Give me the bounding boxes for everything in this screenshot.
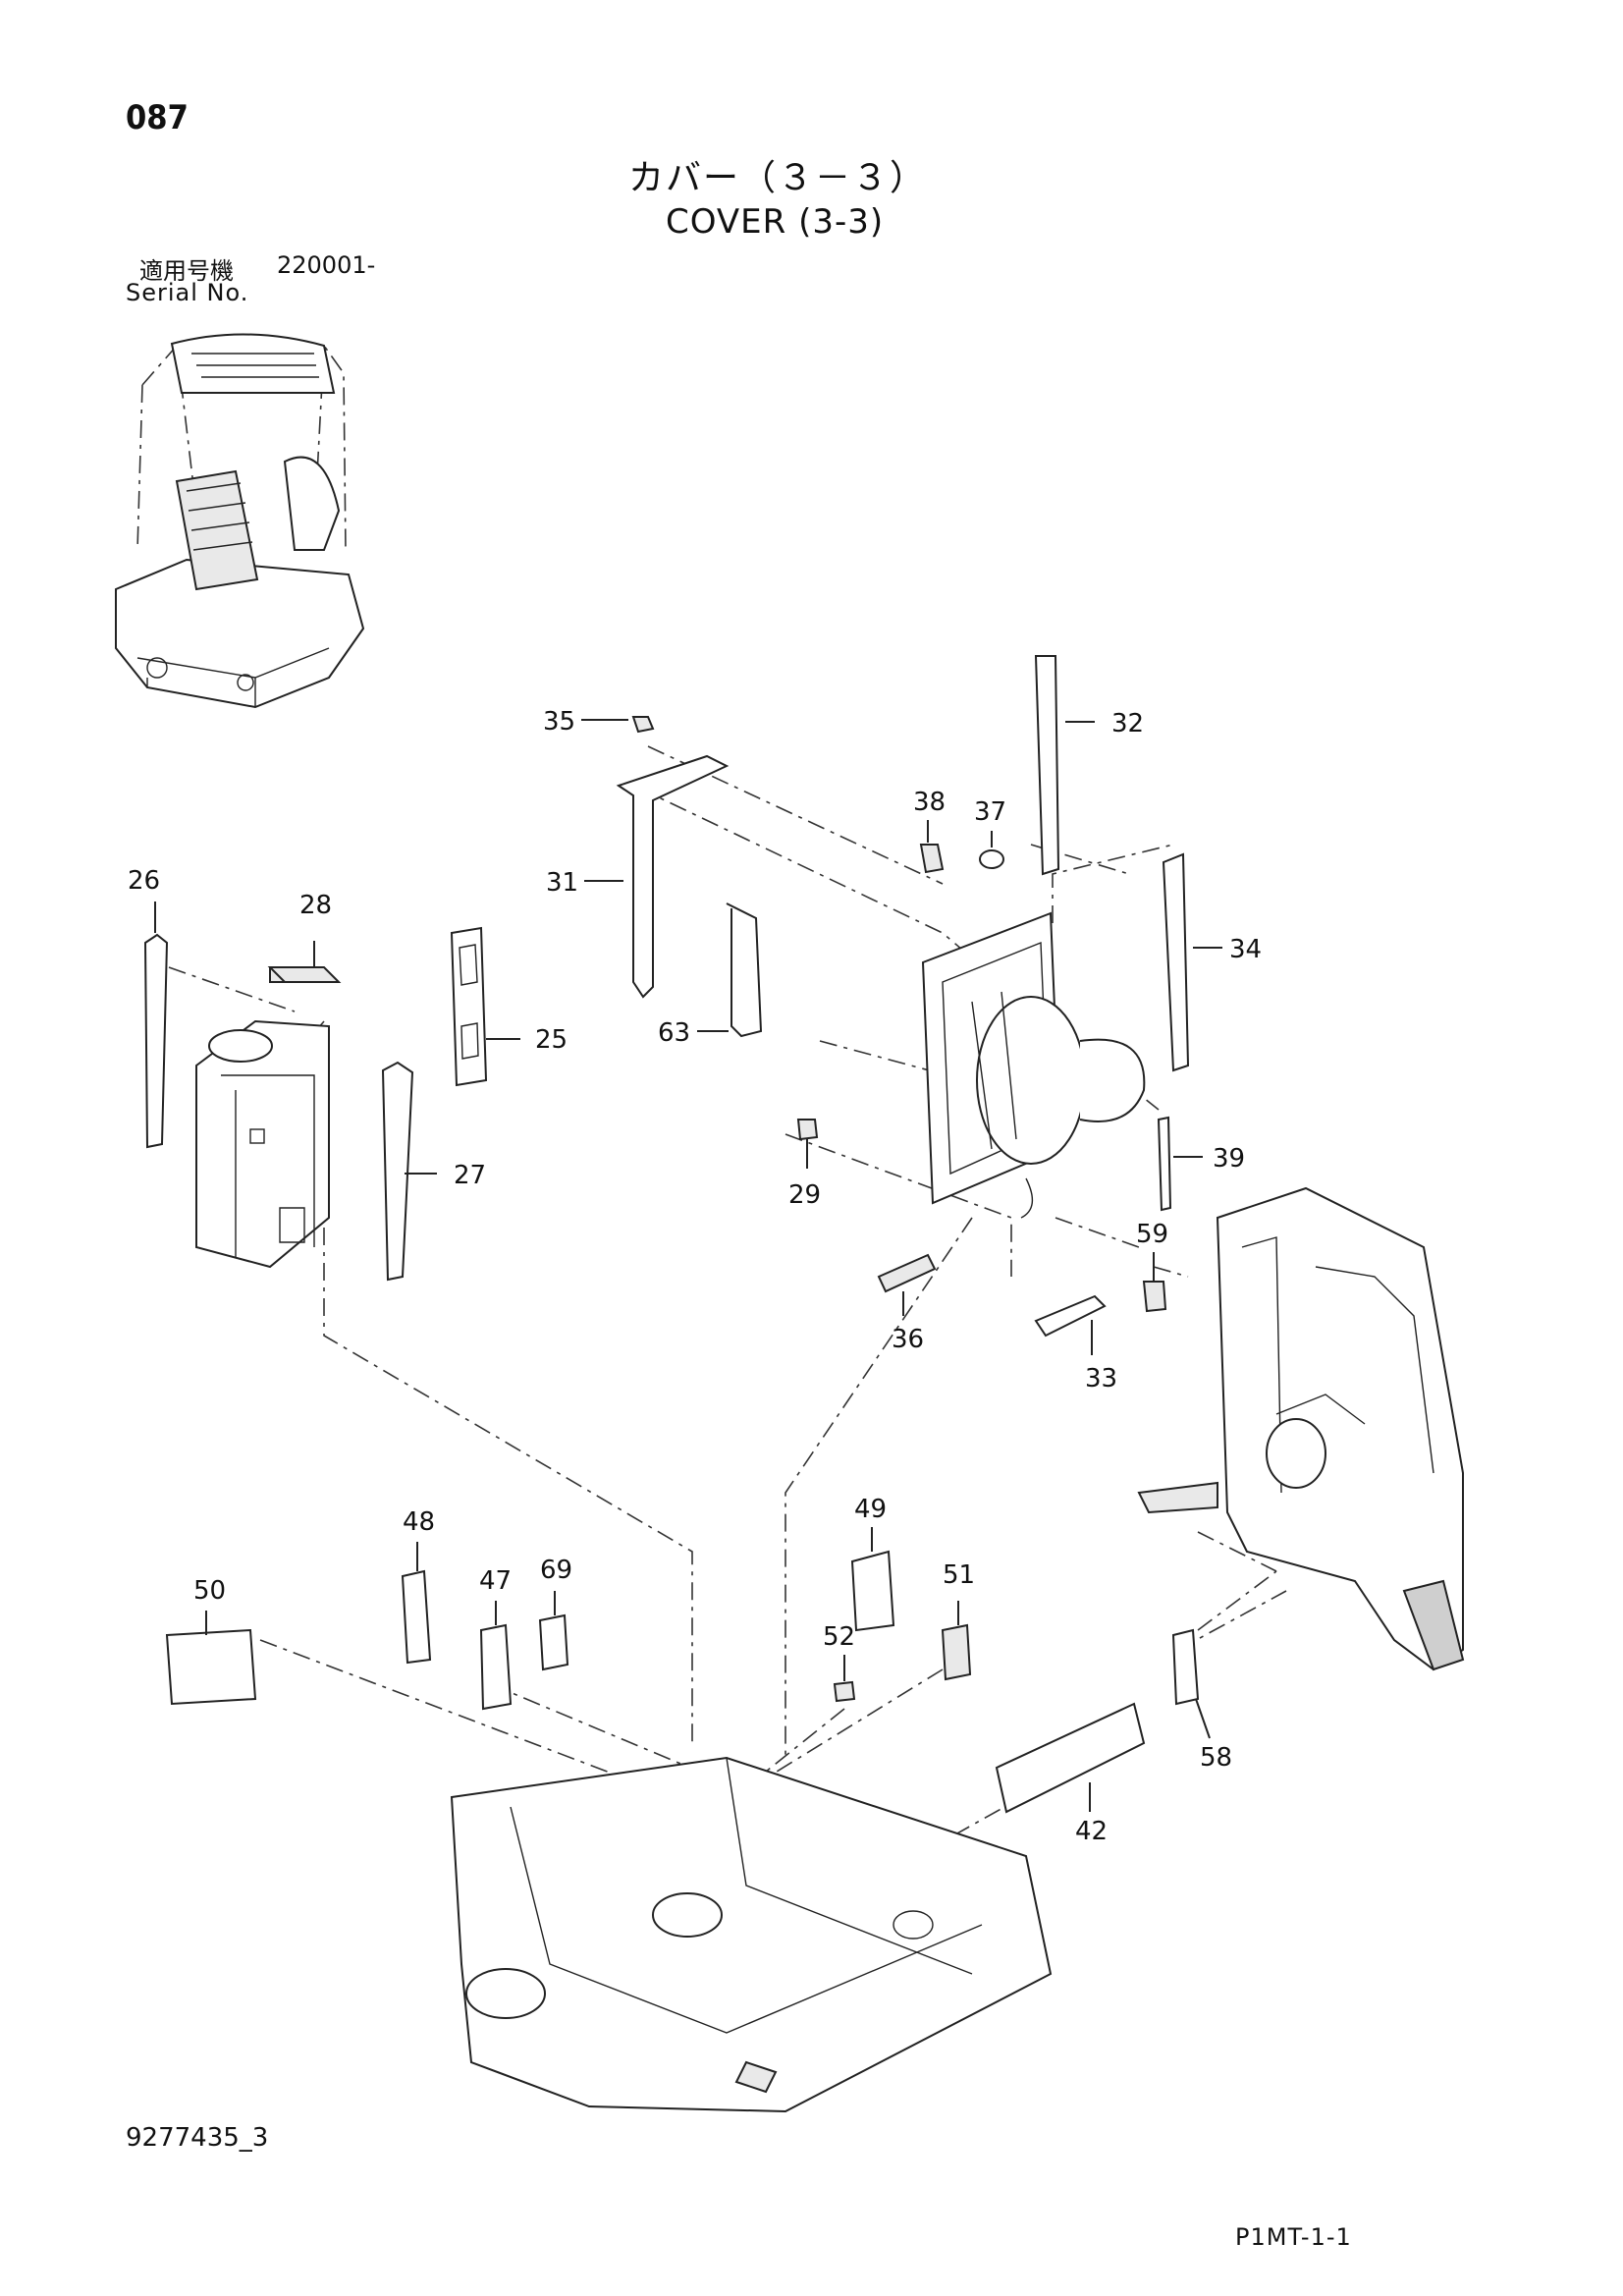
rear-frame-assembly (1137, 1186, 1465, 1671)
part-69-block (538, 1613, 569, 1671)
callout-26: 26 (128, 866, 160, 896)
part-34-seal-strip (1162, 852, 1190, 1072)
callout-39: 39 (1213, 1144, 1245, 1174)
part-51-block (941, 1623, 972, 1681)
serial-number-value: 220001- (277, 251, 376, 279)
callout-34: 34 (1229, 935, 1262, 964)
part-33-bracket (1034, 1294, 1107, 1338)
callout-27: 27 (454, 1161, 486, 1190)
part-48-block (401, 1569, 432, 1665)
part-47-block (479, 1623, 513, 1711)
callout-47: 47 (479, 1566, 512, 1596)
callout-31: 31 (546, 868, 578, 898)
part-59-block (1142, 1281, 1167, 1313)
title-english: COVER (3-3) (666, 202, 885, 242)
callout-36: 36 (892, 1325, 924, 1354)
document-code: 9277435_3 (126, 2123, 269, 2153)
part-26-seal-strip (143, 933, 169, 1149)
callout-33: 33 (1085, 1364, 1117, 1394)
part-49-pad (850, 1550, 895, 1632)
part-39-seal-strip (1157, 1116, 1172, 1212)
base-frame-assembly (450, 1756, 1053, 2113)
machine-locator-thumbnail (115, 333, 365, 709)
page-number: 087 (126, 98, 189, 137)
callout-69: 69 (540, 1556, 572, 1585)
part-37-grommet (979, 849, 1004, 869)
part-27-seal-strip (381, 1061, 414, 1282)
part-31-bracket (616, 754, 730, 999)
callout-51: 51 (943, 1560, 975, 1590)
part-58-bracket (1171, 1628, 1200, 1706)
serial-label-japanese: 適用号機 (139, 257, 234, 285)
callout-25: 25 (535, 1025, 568, 1055)
callout-42: 42 (1075, 1817, 1108, 1846)
callout-50: 50 (193, 1576, 226, 1606)
callout-labels: 26 28 25 27 29 31 32 33 34 35 36 37 38 3… (128, 707, 1262, 1846)
part-42-cover-plate (995, 1702, 1146, 1814)
callout-52: 52 (823, 1622, 855, 1652)
serial-label-english: Serial No. (126, 279, 249, 306)
part-38-block (919, 844, 945, 874)
callout-28: 28 (299, 891, 332, 920)
callout-49: 49 (854, 1495, 887, 1524)
radiator-assembly (921, 911, 1146, 1219)
callout-leaders (154, 719, 1222, 1812)
callout-59: 59 (1136, 1220, 1168, 1249)
part-50-pad (165, 1628, 257, 1706)
fuel-tank-assembly (195, 1019, 330, 1269)
title-japanese: カバー（３－３） (628, 158, 928, 198)
part-35-block (631, 716, 655, 734)
callout-37: 37 (974, 797, 1006, 827)
page-code: P1MT-1-1 (1235, 2223, 1352, 2251)
callout-38: 38 (913, 788, 946, 817)
callout-63: 63 (658, 1018, 690, 1048)
callout-58: 58 (1200, 1743, 1232, 1773)
part-29-block (796, 1119, 819, 1141)
callout-29: 29 (788, 1180, 821, 1210)
part-28-pad (267, 966, 342, 983)
part-25-cover-plate (450, 926, 488, 1087)
callout-32: 32 (1111, 709, 1144, 738)
callout-48: 48 (403, 1507, 435, 1537)
part-63-seal-loop (726, 902, 763, 1038)
part-36-block (877, 1253, 937, 1293)
part-32-seal-strip (1034, 655, 1060, 876)
part-52-block (833, 1680, 856, 1703)
callout-35: 35 (543, 707, 575, 737)
